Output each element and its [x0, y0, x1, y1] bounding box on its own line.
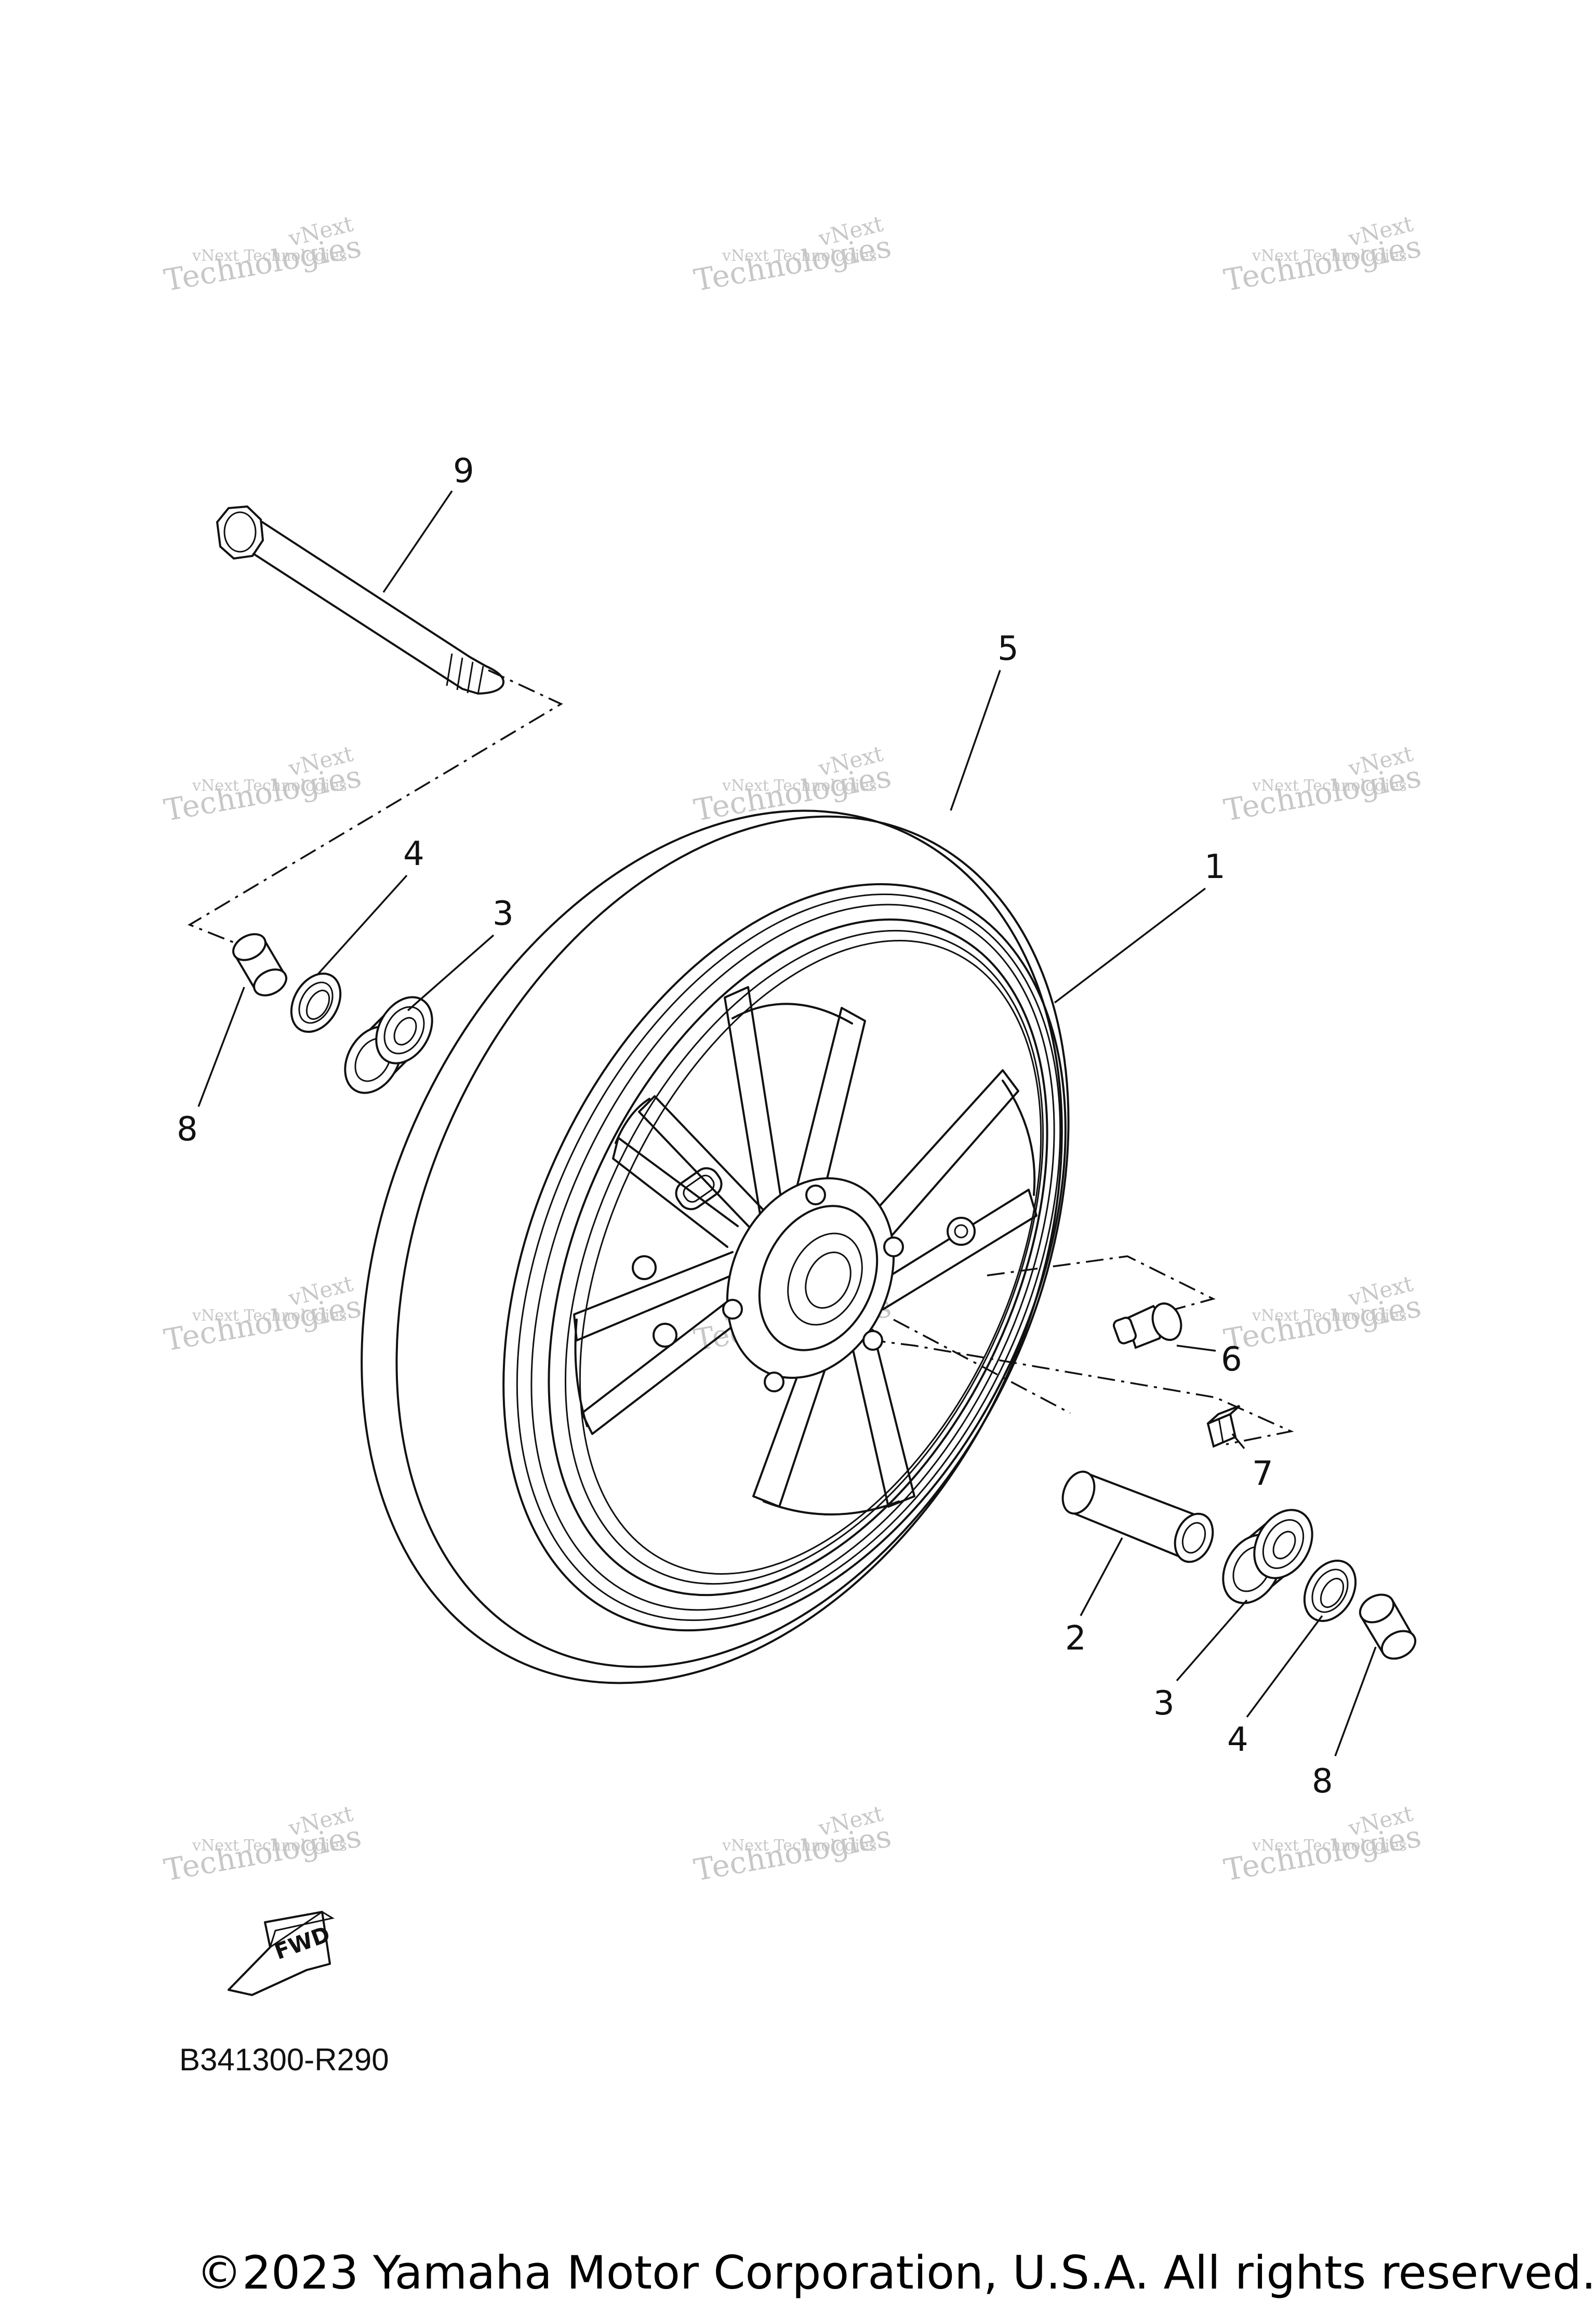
callout-2: 2 — [1065, 1619, 1086, 1658]
axle-bolt — [216, 505, 505, 695]
svg-text:vNext Technologies: vNext Technologies — [1252, 1307, 1407, 1325]
spacer-collar — [1061, 1470, 1214, 1563]
front-wheel — [361, 809, 1070, 1684]
callout-1: 1 — [1204, 848, 1226, 886]
watermark: vNext vNext Technologies Technologies — [1221, 211, 1424, 298]
watermark: vNext vNext Technologies Technologies — [1221, 1271, 1424, 1358]
watermark: vNext vNext Technologies Technologies — [691, 741, 894, 828]
callout-9: 9 — [453, 452, 474, 490]
watermark: vNext vNext Technologies Technologies — [162, 1801, 364, 1888]
fwd-direction-badge: FWD — [228, 1911, 335, 1996]
svg-text:Technologies: Technologies — [691, 1818, 894, 1888]
copyright-notice: ©2023 Yamaha Motor Corporation, U.S.A. A… — [196, 2246, 1596, 2299]
callout-labels: 9 5 1 4 3 8 6 7 2 3 4 8 — [177, 452, 1333, 1801]
svg-text:vNext Technologies: vNext Technologies — [722, 1837, 877, 1855]
callout-4: 4 — [403, 835, 424, 873]
svg-text:Technologies: Technologies — [1221, 759, 1424, 828]
oil-seal-right — [1303, 1559, 1357, 1623]
collar-right — [1359, 1593, 1417, 1660]
callout-7: 7 — [1252, 1455, 1273, 1493]
callout-4: 4 — [1227, 1721, 1248, 1759]
watermark: vNext vNext Technologies Technologies — [162, 1271, 364, 1358]
callout-8: 8 — [1312, 1762, 1333, 1801]
svg-text:vNext Technologies: vNext Technologies — [1252, 777, 1407, 795]
wheel-spokes — [573, 986, 1038, 1515]
bearing-left — [344, 996, 433, 1094]
svg-text:vNext Technologies: vNext Technologies — [722, 777, 877, 795]
diagram-part-number: B341300-R290 — [179, 2042, 389, 2077]
watermark: vNext vNext Technologies Technologies — [691, 211, 894, 298]
svg-text:vNext Technologies: vNext Technologies — [192, 1307, 347, 1325]
svg-text:vNext Technologies: vNext Technologies — [1252, 1837, 1407, 1855]
watermark: vNext vNext Technologies Technologies — [1221, 741, 1424, 828]
watermark: vNext vNext Technologies Technologies — [1221, 1801, 1424, 1888]
valve-stem — [1112, 1302, 1182, 1349]
svg-text:vNext Technologies: vNext Technologies — [192, 777, 347, 795]
wheel-hub — [675, 1167, 895, 1379]
tire — [361, 809, 1070, 1684]
disc-mount-bolts — [632, 1185, 976, 1392]
svg-text:Technologies: Technologies — [162, 759, 364, 828]
svg-text:Technologies: Technologies — [1221, 1288, 1424, 1358]
rim — [502, 883, 1067, 1632]
svg-text:Technologies: Technologies — [162, 1288, 364, 1358]
callout-3: 3 — [493, 895, 514, 933]
svg-text:Technologies: Technologies — [1221, 1818, 1424, 1888]
callout-3: 3 — [1153, 1684, 1175, 1723]
svg-text:vNext Technologies: vNext Technologies — [192, 247, 347, 265]
watermark: vNext vNext Technologies Technologies — [162, 211, 364, 298]
collar-left — [232, 933, 287, 996]
svg-text:vNext Technologies: vNext Technologies — [192, 1837, 347, 1855]
balance-weight — [1206, 1405, 1241, 1448]
svg-text:vNext Technologies: vNext Technologies — [722, 247, 877, 265]
callout-8: 8 — [177, 1110, 198, 1149]
svg-text:Technologies: Technologies — [162, 229, 364, 298]
watermark: vNext vNext Technologies Technologies — [162, 741, 364, 828]
fwd-label: FWD — [271, 1921, 334, 1965]
svg-text:Technologies: Technologies — [691, 229, 894, 298]
svg-text:Technologies: Technologies — [1221, 229, 1424, 298]
callout-6: 6 — [1221, 1340, 1242, 1379]
svg-text:Technologies: Technologies — [162, 1818, 364, 1888]
svg-text:vNext Technologies: vNext Technologies — [1252, 247, 1407, 265]
callout-5: 5 — [998, 630, 1019, 668]
bearing-right — [1222, 1509, 1313, 1604]
oil-seal-left — [290, 972, 342, 1033]
watermark: vNext vNext Technologies Technologies — [691, 1801, 894, 1888]
leader-lines — [197, 490, 1377, 1757]
